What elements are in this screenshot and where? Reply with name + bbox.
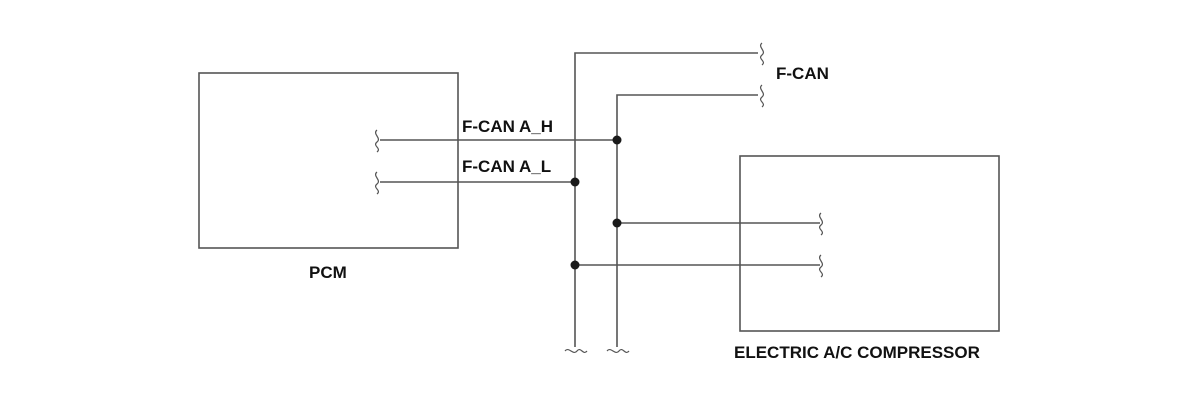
bus-break-icon <box>759 84 765 108</box>
connector-break-icon <box>374 129 380 153</box>
bus-line-low <box>574 52 758 347</box>
f-can-a-h-label: F-CAN A_H <box>462 117 553 136</box>
bus-break-icon <box>564 348 588 354</box>
pcm-box <box>198 72 459 249</box>
bus-break-icon <box>759 42 765 66</box>
connector-break-icon <box>818 254 824 278</box>
compressor-box <box>739 155 1000 332</box>
splice-node <box>612 218 622 228</box>
compressor-label: ELECTRIC A/C COMPRESSOR <box>734 343 980 362</box>
splice-node <box>612 135 622 145</box>
splice-node <box>570 177 580 187</box>
splice-node <box>570 260 580 270</box>
f-can-bus-label: F-CAN <box>776 64 829 83</box>
connector-break-icon <box>818 212 824 236</box>
f-can-a-l-label: F-CAN A_L <box>462 157 551 176</box>
bus-break-icon <box>606 348 630 354</box>
pcm-label: PCM <box>309 263 347 282</box>
bus-line-high <box>616 94 758 347</box>
connector-break-icon <box>374 171 380 195</box>
